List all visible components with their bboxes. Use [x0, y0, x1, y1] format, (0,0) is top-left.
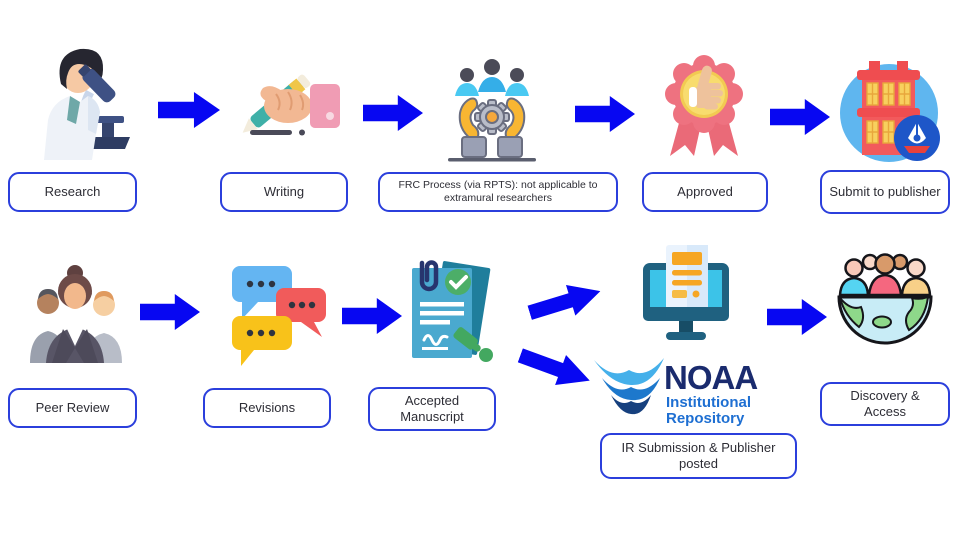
noaa-logo-sub1: Institutional — [666, 394, 751, 411]
publisher-building-icon — [840, 61, 940, 162]
flow-arrow-peer-revisions — [140, 294, 200, 330]
ir-submission-label: IR Submission & Publisher posted — [600, 433, 797, 479]
noaa-logo-title: NOAA — [664, 359, 757, 396]
flow-arrow-revisions-accepted — [342, 298, 402, 334]
discovery-access-label: Discovery & Access — [820, 382, 950, 426]
committee-hands-gear-icon — [448, 59, 536, 162]
accepted-manuscript-label: Accepted Manuscript — [368, 387, 496, 431]
flow-arrow-repository-discovery — [767, 299, 827, 335]
globe-people-icon — [837, 253, 933, 345]
research-label: Research — [8, 172, 137, 212]
peer-review-label: Peer Review — [8, 388, 137, 428]
flow-arrow-writing-frc — [363, 95, 423, 131]
writing-hand-icon — [242, 74, 340, 136]
chat-bubbles-icon — [232, 266, 326, 366]
approved-ribbon-icon — [665, 55, 743, 156]
flow-arrow-approved-submit — [770, 99, 830, 135]
revisions-label: Revisions — [203, 388, 331, 428]
frc-process-label: FRC Process (via RPTS): not applicable t… — [378, 172, 618, 212]
flow-arrow-frc-approved — [575, 96, 635, 132]
flow-arrow-research-writing — [158, 92, 220, 128]
flow-arrow-accepted-repository — [515, 340, 595, 395]
flow-arrow-accepted-monitor — [525, 276, 605, 328]
noaa-logo-sub2: Repository — [666, 410, 745, 427]
writing-label: Writing — [220, 172, 348, 212]
monitor-document-icon — [643, 245, 729, 340]
researcher-microscope-icon — [44, 48, 130, 160]
peer-review-people-icon — [30, 265, 122, 363]
approved-label: Approved — [642, 172, 768, 212]
noaa-ir-logo: NOAA Institutional Repository — [594, 358, 758, 427]
accepted-manuscript-icon — [412, 260, 493, 362]
submit-publisher-label: Submit to publisher — [820, 170, 950, 214]
